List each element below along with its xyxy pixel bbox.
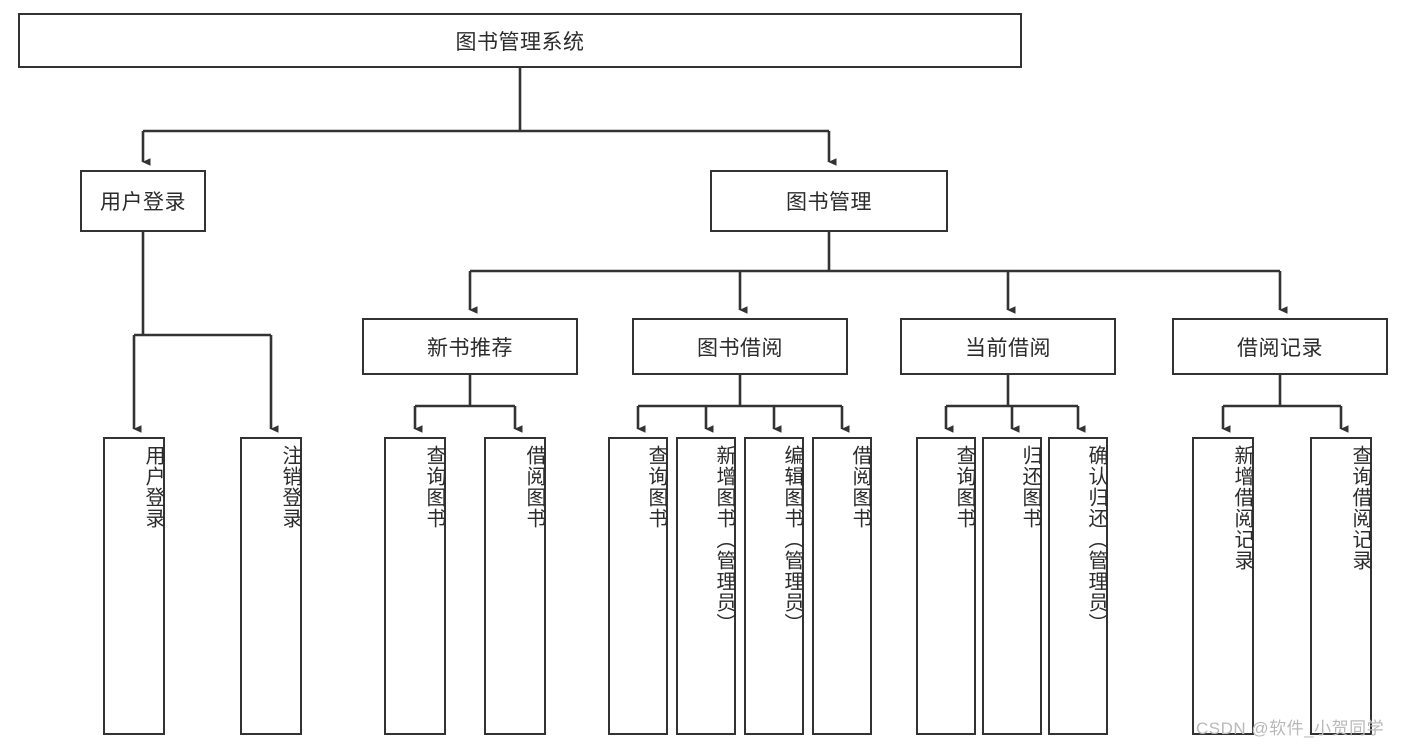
leaf-query-borrow-record-label: 查询借阅记录: [1349, 445, 1371, 571]
leaf-query-book-borrow-label: 查询图书: [645, 445, 667, 529]
leaf-borrow-book-newbook[interactable]: 借阅图书: [484, 437, 546, 735]
node-current-borrow[interactable]: 当前借阅: [900, 318, 1116, 375]
node-book-borrow[interactable]: 图书借阅: [632, 318, 848, 375]
watermark: CSDN @软件_小贺同学: [1196, 719, 1385, 738]
node-borrow-record[interactable]: 借阅记录: [1172, 318, 1388, 375]
leaf-confirm-return-admin[interactable]: 确认归还（管理员）: [1048, 437, 1108, 735]
leaf-query-borrow-record[interactable]: 查询借阅记录: [1310, 437, 1372, 735]
leaf-query-book-current[interactable]: 查询图书: [916, 437, 976, 735]
leaf-logout-login-label: 注销登录: [279, 445, 301, 529]
node-user-login-label: 用户登录: [100, 191, 186, 214]
leaf-query-book-newbook[interactable]: 查询图书: [384, 437, 446, 735]
leaf-query-book-newbook-label: 查询图书: [423, 445, 445, 529]
leaf-return-book[interactable]: 归还图书: [982, 437, 1042, 735]
leaf-add-borrow-record-label: 新增借阅记录: [1231, 445, 1253, 571]
node-root-label: 图书管理系统: [455, 30, 585, 54]
leaf-add-book-admin[interactable]: 新增图书（管理员）: [676, 437, 736, 735]
leaf-query-book-borrow[interactable]: 查询图书: [608, 437, 668, 735]
leaf-logout-login[interactable]: 注销登录: [240, 437, 302, 735]
node-new-book-recommend-label: 新书推荐: [427, 336, 513, 360]
leaf-edit-book-admin[interactable]: 编辑图书（管理员）: [744, 437, 804, 735]
leaf-add-book-admin-label: 新增图书（管理员）: [713, 445, 735, 634]
node-book-management-label: 图书管理: [786, 191, 872, 214]
leaf-add-borrow-record[interactable]: 新增借阅记录: [1192, 437, 1254, 735]
node-book-borrow-label: 图书借阅: [697, 336, 783, 360]
node-new-book-recommend[interactable]: 新书推荐: [362, 318, 578, 375]
node-current-borrow-label: 当前借阅: [965, 336, 1051, 360]
leaf-user-login-label: 用户登录: [142, 445, 164, 529]
node-book-management[interactable]: 图书管理: [710, 170, 948, 232]
leaf-borrow-book-label: 借阅图书: [849, 445, 871, 529]
leaf-return-book-label: 归还图书: [1019, 445, 1041, 529]
leaf-confirm-return-admin-label: 确认归还（管理员）: [1085, 445, 1107, 634]
node-user-login[interactable]: 用户登录: [80, 170, 206, 232]
node-borrow-record-label: 借阅记录: [1237, 336, 1323, 360]
leaf-user-login[interactable]: 用户登录: [103, 437, 165, 735]
node-root[interactable]: 图书管理系统: [18, 13, 1022, 68]
leaf-borrow-book-newbook-label: 借阅图书: [523, 445, 545, 529]
leaf-query-book-current-label: 查询图书: [953, 445, 975, 529]
leaf-borrow-book[interactable]: 借阅图书: [812, 437, 872, 735]
leaf-edit-book-admin-label: 编辑图书（管理员）: [781, 445, 803, 634]
